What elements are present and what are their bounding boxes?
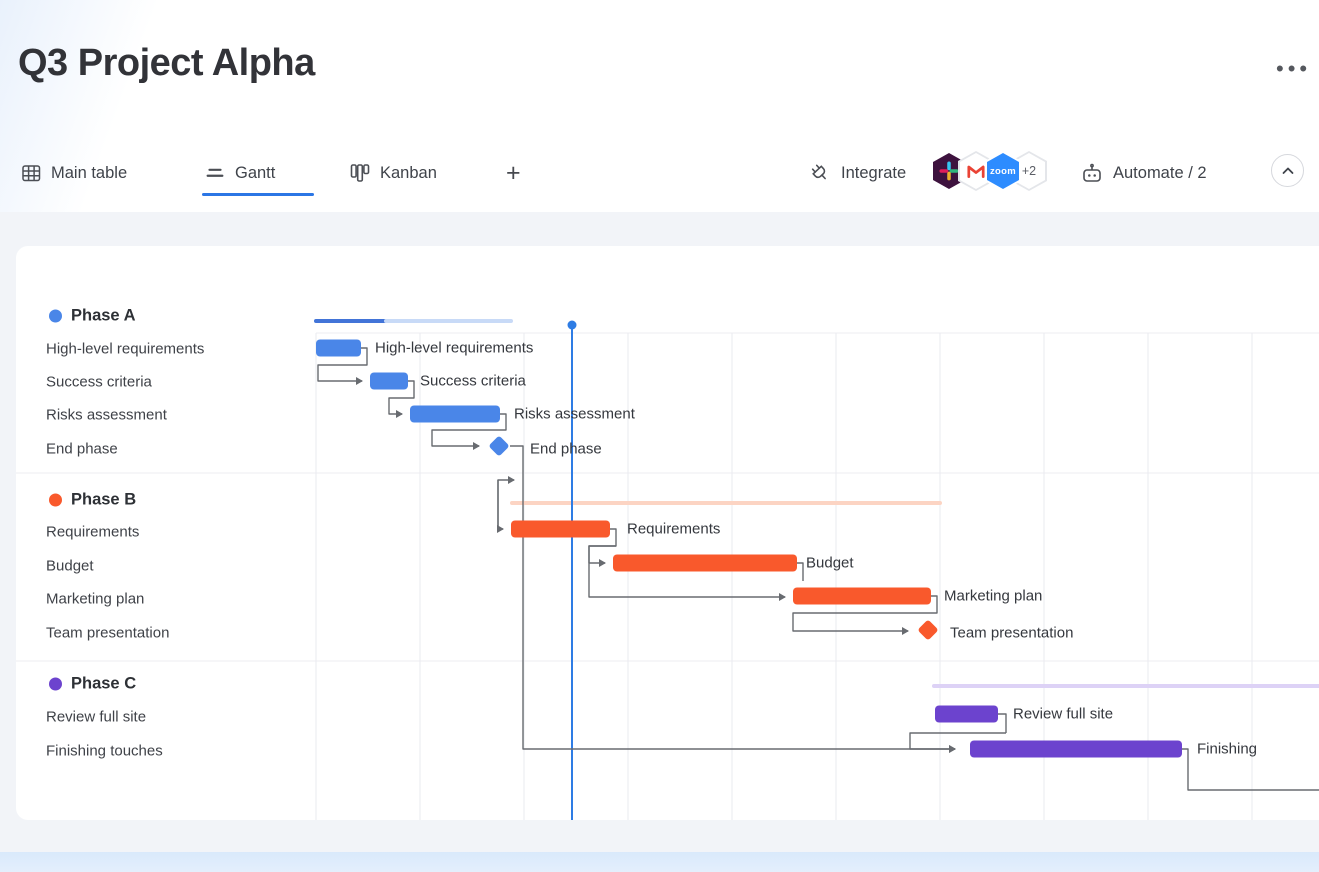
dependency-connector	[998, 714, 1006, 733]
gantt-bar-requirements[interactable]	[511, 521, 610, 538]
gantt-bar-finishing-touches[interactable]	[970, 741, 1182, 758]
gantt-milestone-team-presentation[interactable]	[917, 619, 938, 640]
dependency-connector	[797, 563, 803, 581]
more-apps-count: +2	[1022, 164, 1036, 178]
zoom-logo-text: zoom	[990, 166, 1016, 177]
dependency-connector	[498, 480, 503, 529]
gantt-milestone-end-phase[interactable]	[488, 435, 509, 456]
dependency-connector	[1182, 749, 1319, 790]
gantt-bar-review-full-site[interactable]	[935, 706, 998, 723]
gantt-bar-risks-assessment[interactable]	[410, 406, 500, 423]
gantt-bar-budget[interactable]	[613, 555, 797, 572]
gantt-bar-marketing-plan[interactable]	[793, 588, 931, 605]
today-line-dot	[568, 321, 577, 330]
gantt-bar-success-criteria[interactable]	[370, 373, 408, 390]
gantt-bar-high-level-requirements[interactable]	[316, 340, 361, 357]
